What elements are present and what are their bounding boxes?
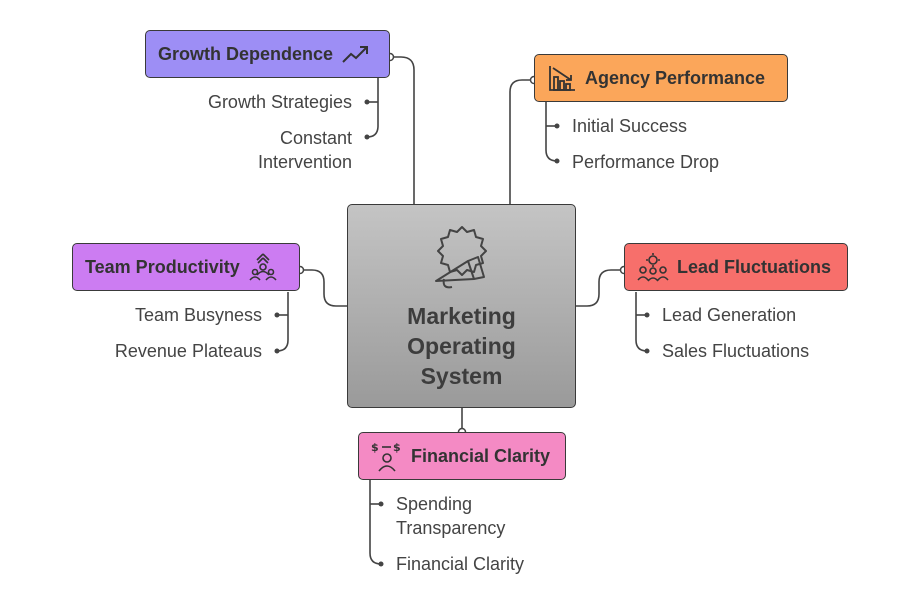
svg-text:$: $ bbox=[371, 441, 379, 454]
svg-text:$: $ bbox=[393, 441, 401, 454]
declining-bar-chart-icon bbox=[549, 66, 575, 91]
center-node: Marketing Operating System bbox=[347, 204, 576, 408]
person-dollar-icon: $ $ bbox=[371, 441, 401, 472]
node-growth-dependence[interactable]: Growth Dependence bbox=[145, 30, 390, 78]
leaf-initial-success: Initial Success bbox=[572, 116, 688, 136]
node-agency-performance[interactable]: Agency Performance bbox=[534, 54, 788, 102]
leaf-lead-generation: Lead Generation bbox=[662, 305, 797, 325]
connector-lead-items bbox=[635, 292, 648, 352]
node-label: Lead Fluctuations bbox=[677, 256, 832, 277]
leaf-growth-strategies: Growth Strategies bbox=[207, 92, 352, 112]
leaf-constant-intervention: Constant Intervention bbox=[257, 128, 352, 172]
node-lead-fluctuations[interactable]: Lead Fluctuations bbox=[624, 243, 848, 291]
connector-growth bbox=[390, 56, 415, 204]
connector-lead bbox=[576, 269, 624, 307]
connector-team-items bbox=[276, 292, 289, 352]
leaf-revenue-plateaus: Revenue Plateaus bbox=[114, 341, 262, 361]
people-gear-icon bbox=[637, 253, 669, 282]
node-team-productivity[interactable]: Team Productivity bbox=[72, 243, 300, 291]
connector-financial-items bbox=[369, 480, 382, 565]
leaf-spending-transparency: Spending Transparency bbox=[396, 494, 506, 538]
connector-team bbox=[300, 269, 347, 307]
node-label: Financial Clarity bbox=[411, 445, 551, 466]
node-label: Growth Dependence bbox=[158, 43, 334, 64]
team-hierarchy-icon bbox=[249, 253, 277, 281]
leaf-sales-fluctuations: Sales Fluctuations bbox=[662, 341, 810, 361]
leaf-performance-drop: Performance Drop bbox=[572, 152, 720, 172]
megaphone-badge-icon bbox=[434, 226, 487, 289]
leaf-team-busyness: Team Busyness bbox=[134, 305, 262, 325]
trending-up-icon bbox=[342, 46, 369, 63]
node-label: Team Productivity bbox=[85, 256, 240, 277]
connector-agency bbox=[509, 79, 534, 204]
connector-growth-items bbox=[366, 78, 379, 138]
leaf-financial-clarity: Financial Clarity bbox=[396, 554, 525, 574]
connector-agency-items bbox=[545, 102, 558, 162]
center-title: Marketing Operating System bbox=[407, 303, 516, 389]
node-label: Agency Performance bbox=[585, 67, 766, 88]
node-financial-clarity[interactable]: $ $ Financial Clarity bbox=[358, 432, 566, 480]
